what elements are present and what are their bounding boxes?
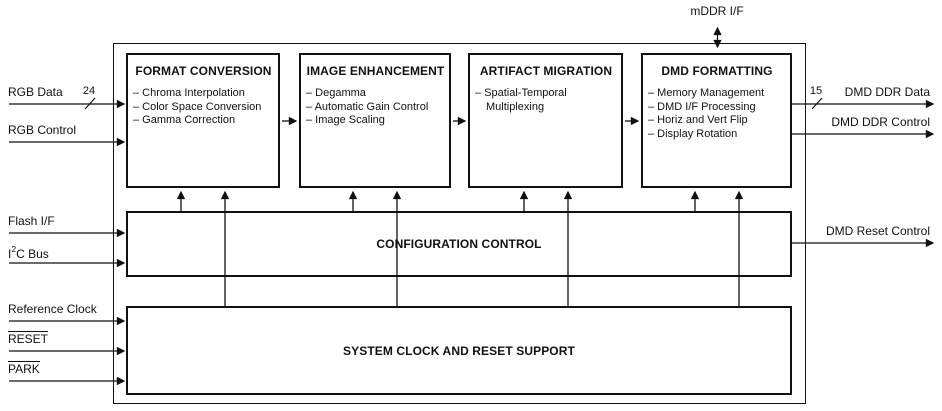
bus-width-rgb-data: 24 <box>82 85 96 97</box>
i2c-pre: I <box>8 247 12 261</box>
signal-label-park-active-low: PARK <box>8 361 40 376</box>
block-dmd-formatting: DMD FORMATTING – Memory Management – DMD… <box>641 53 792 188</box>
signal-label-mddr-if: mDDR I/F <box>690 4 744 18</box>
block-item: – Chroma Interpolation <box>133 87 245 99</box>
block-system-clock-reset: SYSTEM CLOCK AND RESET SUPPORT <box>126 306 792 395</box>
signal-label-dmd-ddr-control: DMD DDR Control <box>831 115 930 129</box>
i2c-sup: 2 <box>11 244 17 254</box>
block-title: ARTIFACT MIGRATION <box>479 64 613 78</box>
block-item: – Automatic Gain Control <box>306 100 429 113</box>
block-item: – DMD I/F Processing <box>648 100 756 113</box>
signal-label-rgb-data: RGB Data <box>8 85 63 99</box>
block-image-enhancement: IMAGE ENHANCEMENT – Degamma – Automatic … <box>299 53 451 188</box>
overlined-text: RESET <box>8 331 49 346</box>
chip-boundary-box <box>113 43 806 404</box>
block-item: – Display Rotation <box>648 127 738 140</box>
block-item: – Horiz and Vert Flip <box>648 114 748 126</box>
block-item: – Spatial-Temporal Multiplexing <box>475 87 567 113</box>
block-item: – Gamma Correction <box>133 114 236 126</box>
signal-label-reference-clock: Reference Clock <box>8 302 97 316</box>
signal-label-flash-if: Flash I/F <box>8 214 55 228</box>
block-artifact-migration: ARTIFACT MIGRATION – Spatial-Temporal Mu… <box>468 53 623 188</box>
overlined-text: PARK <box>8 361 40 376</box>
block-item: – Degamma <box>306 87 366 99</box>
block-title: SYSTEM CLOCK AND RESET SUPPORT <box>343 343 575 358</box>
i2c-post: C Bus <box>16 247 49 261</box>
signal-label-dmd-reset-control: DMD Reset Control <box>825 224 930 238</box>
block-title: DMD FORMATTING <box>661 64 773 78</box>
signal-label-reset-active-low: RESET <box>8 331 49 346</box>
signal-label-rgb-control: RGB Control <box>8 123 77 137</box>
block-configuration-control: CONFIGURATION CONTROL <box>126 211 792 277</box>
block-title: CONFIGURATION CONTROL <box>376 237 542 251</box>
block-item: – Image Scaling <box>306 114 385 126</box>
bus-width-dmd-ddr-data: 15 <box>809 85 823 97</box>
block-title: IMAGE ENHANCEMENT <box>306 64 445 78</box>
block-item: – Color Space Conversion <box>133 100 262 113</box>
block-item: – Memory Management <box>648 87 765 99</box>
signal-label-i2c-bus: I2C Bus <box>8 244 49 261</box>
block-title: FORMAT CONVERSION <box>135 64 272 78</box>
signal-label-dmd-ddr-data: DMD DDR Data <box>844 85 930 99</box>
block-format-conversion: FORMAT CONVERSION – Chroma Interpolation… <box>126 53 280 188</box>
